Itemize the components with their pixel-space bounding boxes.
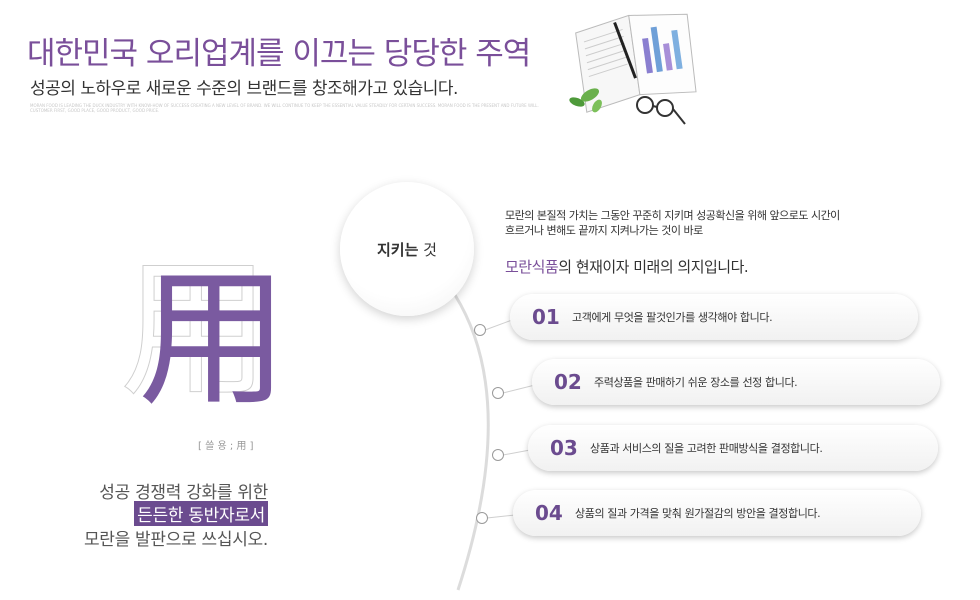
hanja-character-outline: 用 <box>119 243 271 417</box>
page-subtitle: 성공의 노하우로 새로운 수준의 브랜드를 창조해가고 있습니다. <box>30 79 458 99</box>
arc-node-3 <box>492 449 504 461</box>
principle-text: 고객에게 무엇을 팔것인가를 생각해야 합니다. <box>572 311 773 324</box>
description-emphasis: 모란식품의 현재이자 미래의 의지입니다. <box>505 258 749 276</box>
principle-item-1: 01 고객에게 무엇을 팔것인가를 생각해야 합니다. <box>510 294 918 340</box>
principle-item-4: 04 상품의 질과 가격을 맞춰 원가절감의 방안을 결정합니다. <box>513 490 921 536</box>
hanja-caption: [ 쓸 용 ; 用 ] <box>198 441 254 452</box>
arc-node-4 <box>476 512 488 524</box>
principle-number: 04 <box>535 501 563 525</box>
brand-name: 모란식품 <box>505 258 559 276</box>
principle-number: 03 <box>550 436 578 460</box>
principle-number: 01 <box>532 305 560 329</box>
principle-number: 02 <box>554 370 582 394</box>
arc-node-1 <box>474 324 486 336</box>
principle-text: 상품과 서비스의 질을 고려한 판매방식을 결정합니다. <box>590 442 823 455</box>
book-illustration-icon <box>569 13 697 125</box>
arc-node-2 <box>492 387 504 399</box>
description-text: 모란의 본질적 가치는 그동안 꾸준히 지키며 성공확신을 위해 앞으로도 시간… <box>505 209 840 237</box>
principle-text: 상품의 질과 가격을 맞춰 원가절감의 방안을 결정합니다. <box>575 507 821 520</box>
principle-item-3: 03 상품과 서비스의 질을 고려한 판매방식을 결정합니다. <box>528 425 938 471</box>
principle-text: 주력상품을 판매하기 쉬운 장소를 선정 합니다. <box>594 376 798 389</box>
circle-label: 지키는 것 <box>377 240 437 259</box>
hanja-character-main: 用 <box>138 253 289 427</box>
hanja-character: 用 用 <box>119 243 288 426</box>
fine-print-text: MORAN FOOD IS LEADING THE DUCK INDUSTRY … <box>30 103 539 113</box>
principle-item-2: 02 주력상품을 판매하기 쉬운 장소를 선정 합니다. <box>532 359 940 405</box>
slogan-line-1: 성공 경쟁력 강화를 위한 <box>99 483 268 503</box>
keeping-circle: 지키는 것 <box>340 182 474 316</box>
slogan-line-3: 모란을 발판으로 쓰십시오. <box>83 530 268 550</box>
page-title: 대한민국 오리업계를 이끄는 당당한 주역 <box>27 36 531 72</box>
slogan-line-2-highlight: 든든한 동반자로서 <box>134 501 268 526</box>
